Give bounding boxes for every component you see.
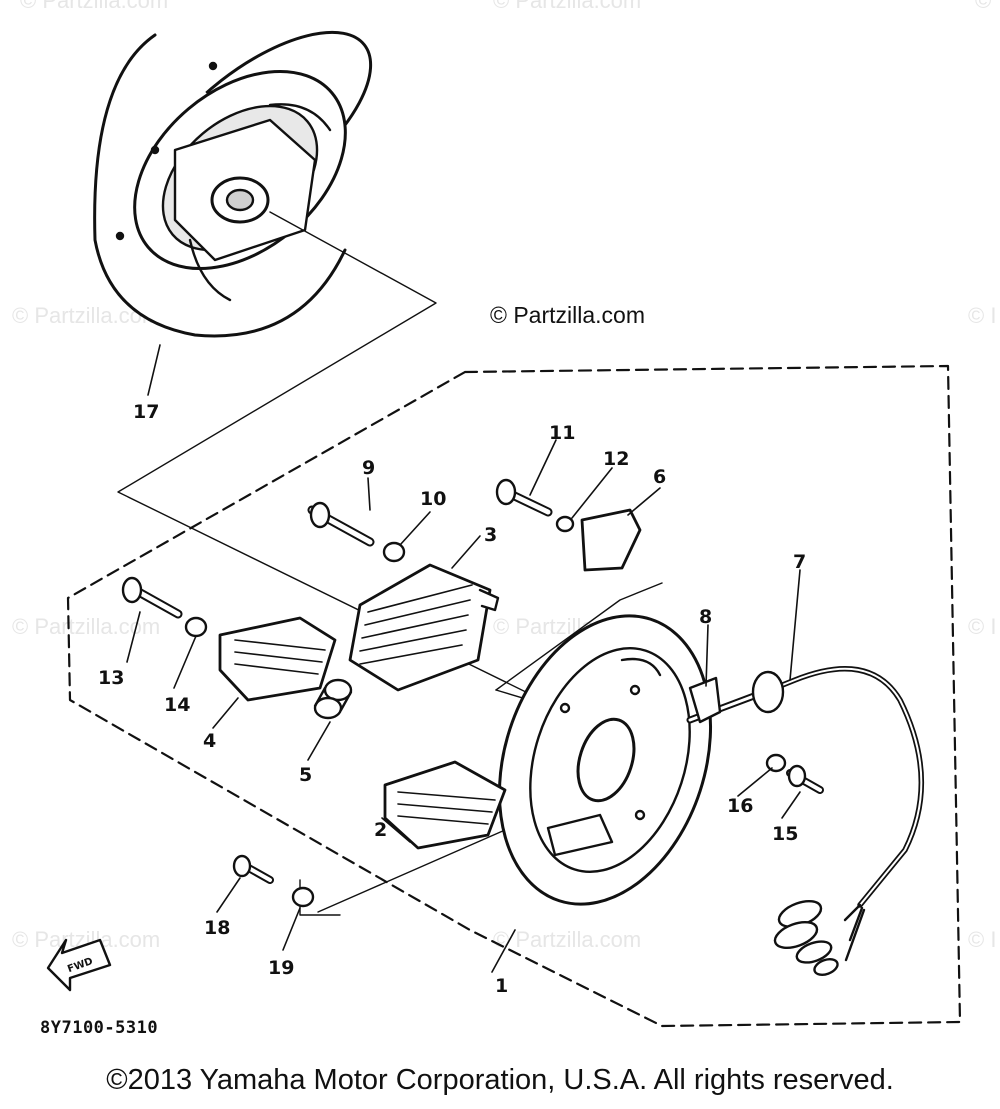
washer-10 <box>382 541 406 563</box>
callout-8: 8 <box>699 606 712 628</box>
watermark: © I <box>968 614 997 639</box>
watermark: © I <box>968 303 997 328</box>
screw-13 <box>121 576 183 619</box>
callout-4: 4 <box>203 730 216 752</box>
screw-15 <box>786 764 824 794</box>
washer-12 <box>555 515 575 533</box>
callout-14: 14 <box>164 694 190 716</box>
callout-2: 2 <box>374 819 387 841</box>
callout-16: 16 <box>727 795 753 817</box>
callout-10: 10 <box>420 488 446 510</box>
collar <box>313 678 353 720</box>
callouts: 1 2 3 4 5 6 7 8 9 10 11 12 13 14 15 16 1… <box>98 401 806 997</box>
callout-12: 12 <box>603 448 629 470</box>
watermark: © Partzilla.com <box>20 0 169 13</box>
screw-11 <box>495 478 553 517</box>
stator-base-plate <box>497 614 713 906</box>
callout-17: 17 <box>133 401 159 423</box>
diagram-code: 8Y7100-5310 <box>40 1018 159 1038</box>
callout-6: 6 <box>653 466 666 488</box>
callout-1: 1 <box>495 975 508 997</box>
pickup-coil <box>580 508 642 572</box>
wiring-harness <box>686 666 925 976</box>
callout-7: 7 <box>793 551 806 573</box>
washer-19 <box>291 886 315 908</box>
callout-13: 13 <box>98 667 124 689</box>
watermark: © <box>975 0 992 13</box>
washer-16 <box>765 753 787 773</box>
callout-9: 9 <box>362 457 375 479</box>
fwd-arrow-icon <box>46 938 112 992</box>
callout-5: 5 <box>299 764 312 786</box>
charge-coil-2 <box>383 760 507 850</box>
callout-3: 3 <box>484 524 497 546</box>
flywheel-rotor <box>93 30 373 338</box>
source-coil <box>348 563 500 692</box>
charge-coil-4 <box>218 616 337 702</box>
screw-18 <box>232 854 274 884</box>
callout-19: 19 <box>268 957 294 979</box>
assembly-boundary <box>66 364 962 1028</box>
wire-clamp <box>688 676 722 724</box>
watermark: © Partzilla.com <box>493 0 642 13</box>
copyright-notice: ©2013 Yamaha Motor Corporation, U.S.A. A… <box>106 1064 894 1096</box>
center-watermark: © Partzilla.com <box>490 302 645 328</box>
watermark: © I <box>968 927 997 952</box>
washer-14 <box>184 616 208 638</box>
watermark: © Partzilla.com <box>493 927 642 952</box>
screw-9 <box>307 501 375 547</box>
callout-15: 15 <box>772 823 798 845</box>
callout-18: 18 <box>204 917 230 939</box>
callout-11: 11 <box>549 422 575 444</box>
